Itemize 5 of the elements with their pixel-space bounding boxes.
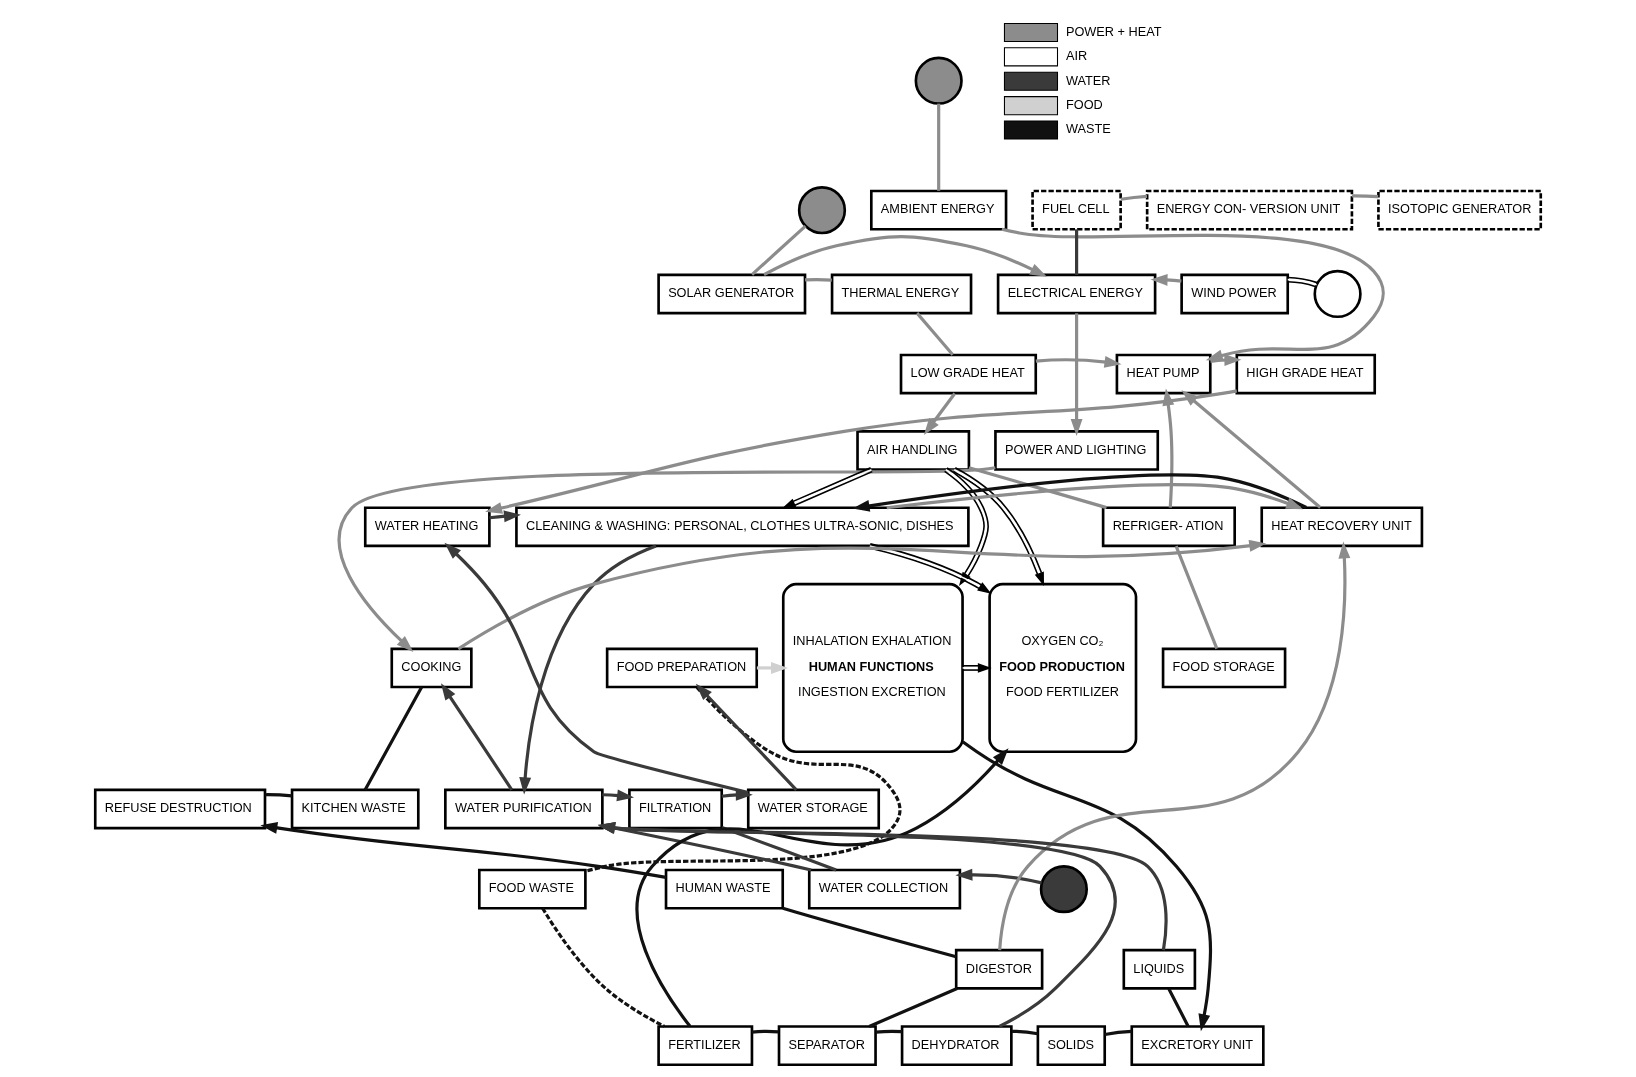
legend-label: POWER + HEAT [1065, 23, 1162, 39]
legend-label: WASTE [1065, 121, 1111, 137]
legend-label: WATER [1065, 72, 1111, 88]
legend-label: FOOD [1065, 96, 1103, 112]
legend-label: AIR [1065, 48, 1088, 64]
